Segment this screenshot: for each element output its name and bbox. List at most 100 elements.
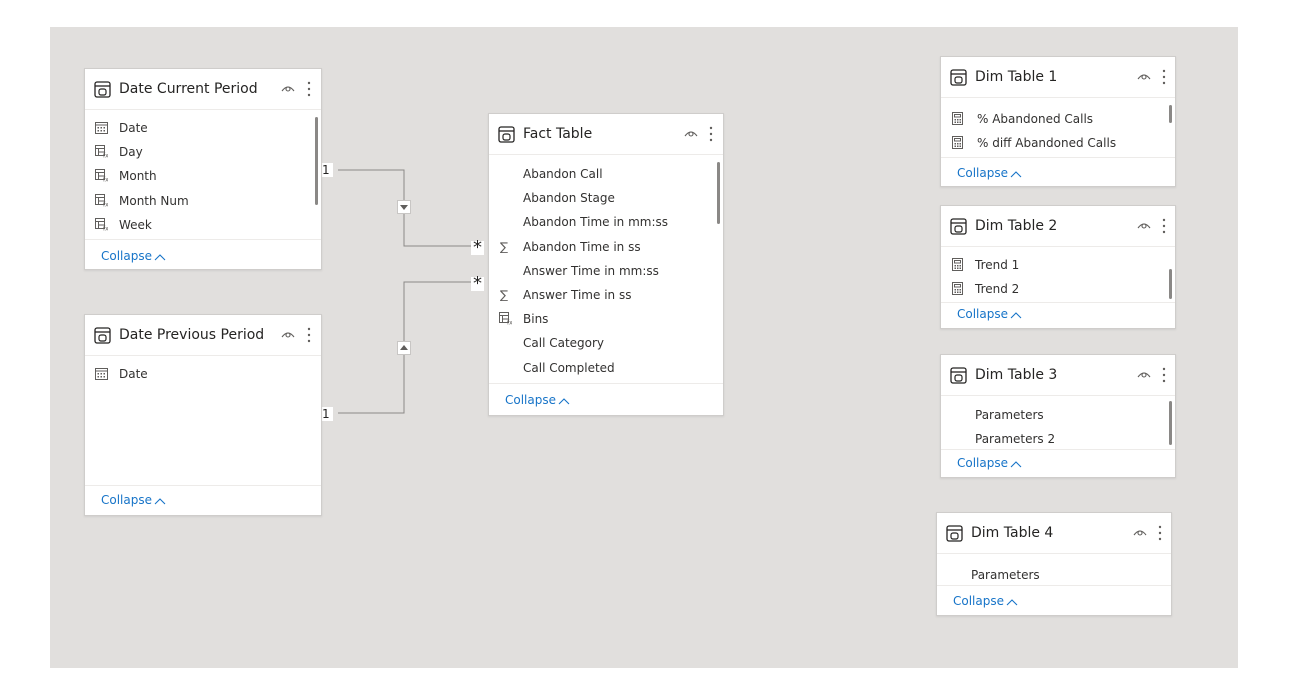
field-label: Bins [523,312,549,327]
calculated-column-icon: fx [95,145,109,160]
collapse-button[interactable]: Collapse [957,307,1022,321]
more-options-icon[interactable] [306,326,312,344]
field-label: Abandon Time in mm:ss [523,215,669,230]
scrollbar[interactable] [717,162,720,224]
field-label: Date [119,367,148,381]
cardinality-many-previous: * [471,273,484,294]
field-label: Parameters [971,568,1040,582]
sum-icon: ∑ [499,240,512,254]
cardinality-one-previous: 1 [319,407,333,421]
divider [941,449,1175,450]
calendar-icon [95,367,108,380]
calculated-column-icon: fx [95,193,109,208]
filter-direction-up-marker[interactable] [397,341,411,355]
cardinality-many-current: * [471,237,484,258]
collapse-label: Collapse [953,594,1004,608]
field-label: Parameters 2 [975,432,1056,446]
collapse-label: Collapse [957,166,1008,180]
chevron-up-icon [1010,170,1022,177]
triangle-down-icon [400,205,408,210]
svg-text:∑: ∑ [500,288,508,301]
table-card-date-previous-period[interactable]: Date Previous Period Date Collapse [84,314,322,516]
visibility-icon[interactable] [1137,220,1151,230]
field-label: Parameters [975,408,1044,422]
collapse-label: Collapse [101,249,152,263]
collapse-button[interactable]: Collapse [953,594,1018,608]
table-card-header[interactable]: Date Current Period [85,69,321,110]
collapse-button[interactable]: Collapse [957,456,1022,470]
table-title: Dim Table 4 [971,525,1054,541]
calculator-icon [951,258,964,271]
field-label: Answer Time in ss [523,288,632,302]
table-title: Dim Table 2 [975,218,1058,234]
more-options-icon[interactable] [1161,68,1167,86]
table-icon [946,525,963,542]
scrollbar[interactable] [1169,269,1172,299]
chevron-up-icon [1010,311,1022,318]
visibility-icon[interactable] [281,329,295,339]
filter-direction-down-marker[interactable] [397,200,411,214]
field-label: Date [119,121,148,135]
calculated-column-icon: fx [95,217,109,232]
field-label: Call Completed [523,360,615,375]
table-card-header[interactable]: Fact Table [489,114,723,155]
table-icon [94,81,111,98]
sum-icon: ∑ [499,288,512,302]
more-options-icon[interactable] [1161,217,1167,235]
calendar-icon [95,121,108,134]
visibility-icon[interactable] [684,128,698,138]
divider [941,157,1175,158]
more-options-icon[interactable] [1157,524,1163,542]
collapse-button[interactable]: Collapse [957,166,1022,180]
table-icon [498,126,515,143]
visibility-icon[interactable] [1133,527,1147,537]
field-label: Day [119,145,143,160]
field-label: Month Num [119,193,189,208]
table-title: Date Previous Period [119,327,265,343]
table-card-dim-table-4[interactable]: Dim Table 4 Parameters Collapse [936,512,1172,616]
calculated-column-icon: fx [499,312,513,327]
field-label: Abandon Call [523,167,603,181]
chevron-up-icon [154,253,166,260]
calculator-icon [951,136,964,149]
table-title: Date Current Period [119,81,258,97]
scrollbar[interactable] [1169,105,1172,123]
collapse-label: Collapse [957,456,1008,470]
visibility-icon[interactable] [281,83,295,93]
scrollbar[interactable] [315,117,318,205]
table-card-header[interactable]: Date Previous Period [85,315,321,356]
collapse-button[interactable]: Collapse [505,393,570,407]
table-card-header[interactable]: Dim Table 1 [941,57,1175,98]
table-title: Fact Table [523,126,593,142]
visibility-icon[interactable] [1137,369,1151,379]
scrollbar[interactable] [1169,401,1172,445]
divider [937,585,1171,586]
cardinality-one-current: 1 [319,163,333,177]
field-label: % Abandoned Calls [977,112,1094,126]
more-options-icon[interactable] [1161,366,1167,384]
chevron-up-icon [1010,460,1022,467]
table-card-header[interactable]: Dim Table 2 [941,206,1175,247]
collapse-label: Collapse [101,493,152,507]
field-label: Abandon Stage [523,191,615,206]
calculated-column-icon: fx [95,169,109,184]
svg-text:fx: fx [103,177,108,183]
svg-text:∑: ∑ [500,240,508,253]
collapse-button[interactable]: Collapse [101,249,166,263]
svg-text:fx: fx [103,225,108,231]
table-card-header[interactable]: Dim Table 3 [941,355,1175,396]
more-options-icon[interactable] [708,125,714,143]
field-label: Trend 1 [975,258,1020,272]
divider [85,239,321,240]
collapse-button[interactable]: Collapse [101,493,166,507]
svg-text:fx: fx [103,153,108,159]
table-card-dim-table-1[interactable]: Dim Table 1 % Abandoned Calls% diff Aban… [940,56,1176,187]
visibility-icon[interactable] [1137,71,1151,81]
table-card-header[interactable]: Dim Table 4 [937,513,1171,554]
table-title: Dim Table 1 [975,69,1058,85]
more-options-icon[interactable] [306,80,312,98]
